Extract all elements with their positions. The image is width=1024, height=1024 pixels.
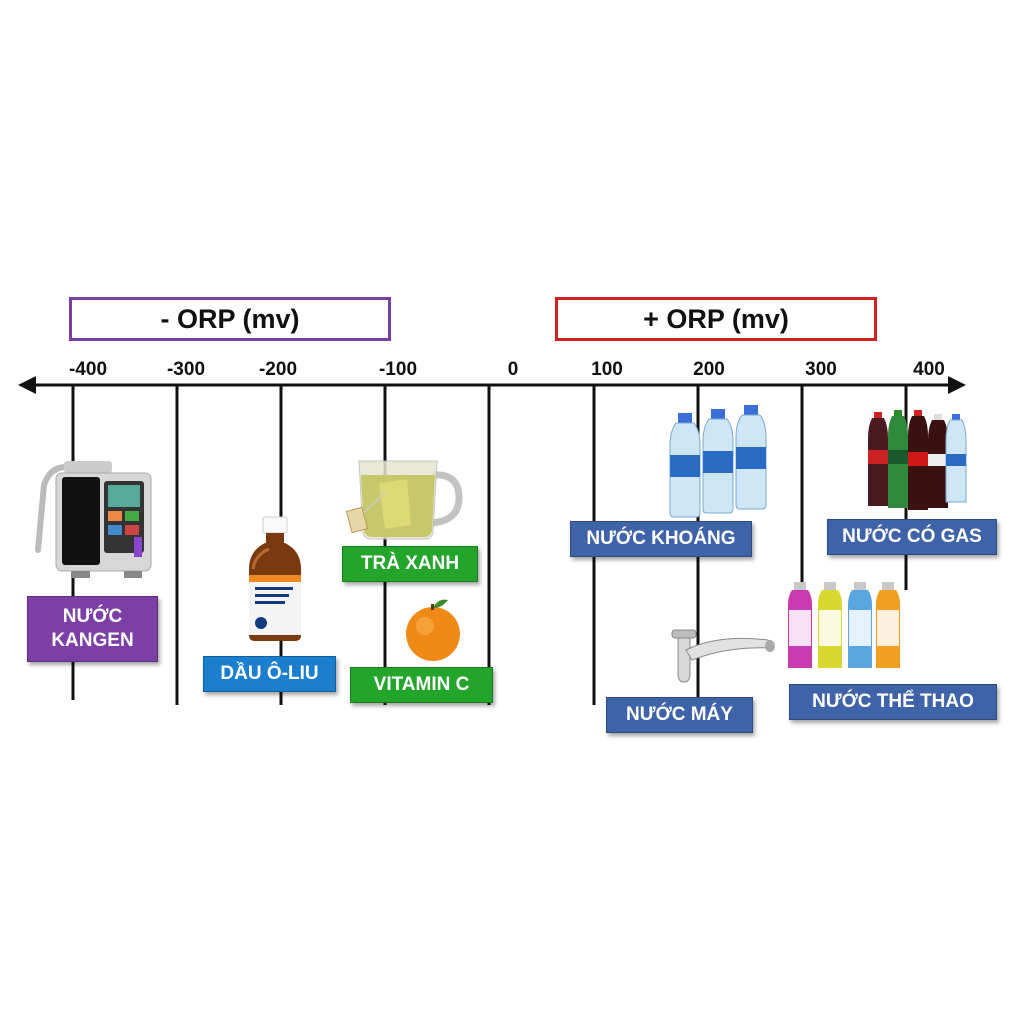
tick-label-100: 100	[591, 359, 623, 380]
axis-arrow-right	[948, 376, 966, 394]
kangen-water-label: NƯỚC KANGEN	[27, 596, 158, 662]
faucet-icon	[671, 629, 775, 683]
tea-mug-icon	[345, 460, 463, 540]
green-tea-label: TRÀ XANH	[342, 546, 478, 582]
tick-label-200: 200	[693, 359, 725, 380]
mineral-water-label: NƯỚC KHOÁNG	[570, 521, 752, 557]
oil-bottle-icon	[249, 516, 301, 641]
tick-label-300: 300	[805, 359, 837, 380]
tick-label-0: 0	[507, 359, 519, 380]
soda-bottles-icon	[868, 410, 967, 510]
olive-oil-label: DẦU Ô-LIU	[203, 656, 336, 692]
negative-orp-header: - ORP (mv)	[69, 297, 391, 341]
soda-label: NƯỚC CÓ GAS	[827, 519, 997, 555]
positive-orp-header: + ORP (mv)	[555, 297, 877, 341]
tick-label-400: 400	[913, 359, 945, 380]
sports-drink-label: NƯỚC THỂ THAO	[789, 684, 997, 720]
tick-label-minus-400: -400	[68, 359, 108, 380]
orange-icon	[406, 599, 460, 661]
tap-water-label: NƯỚC MÁY	[606, 697, 753, 733]
water-bottles-icon	[669, 405, 767, 518]
tick-label-minus-300: -300	[166, 359, 206, 380]
tick-label-minus-100: -100	[378, 359, 418, 380]
vitamin-c-label: VITAMIN C	[350, 667, 493, 703]
kangen-machine-icon	[35, 461, 152, 578]
tick-label-minus-200: -200	[258, 359, 298, 380]
sports-drinks-icon	[788, 582, 900, 668]
axis-arrow-left	[18, 376, 36, 394]
